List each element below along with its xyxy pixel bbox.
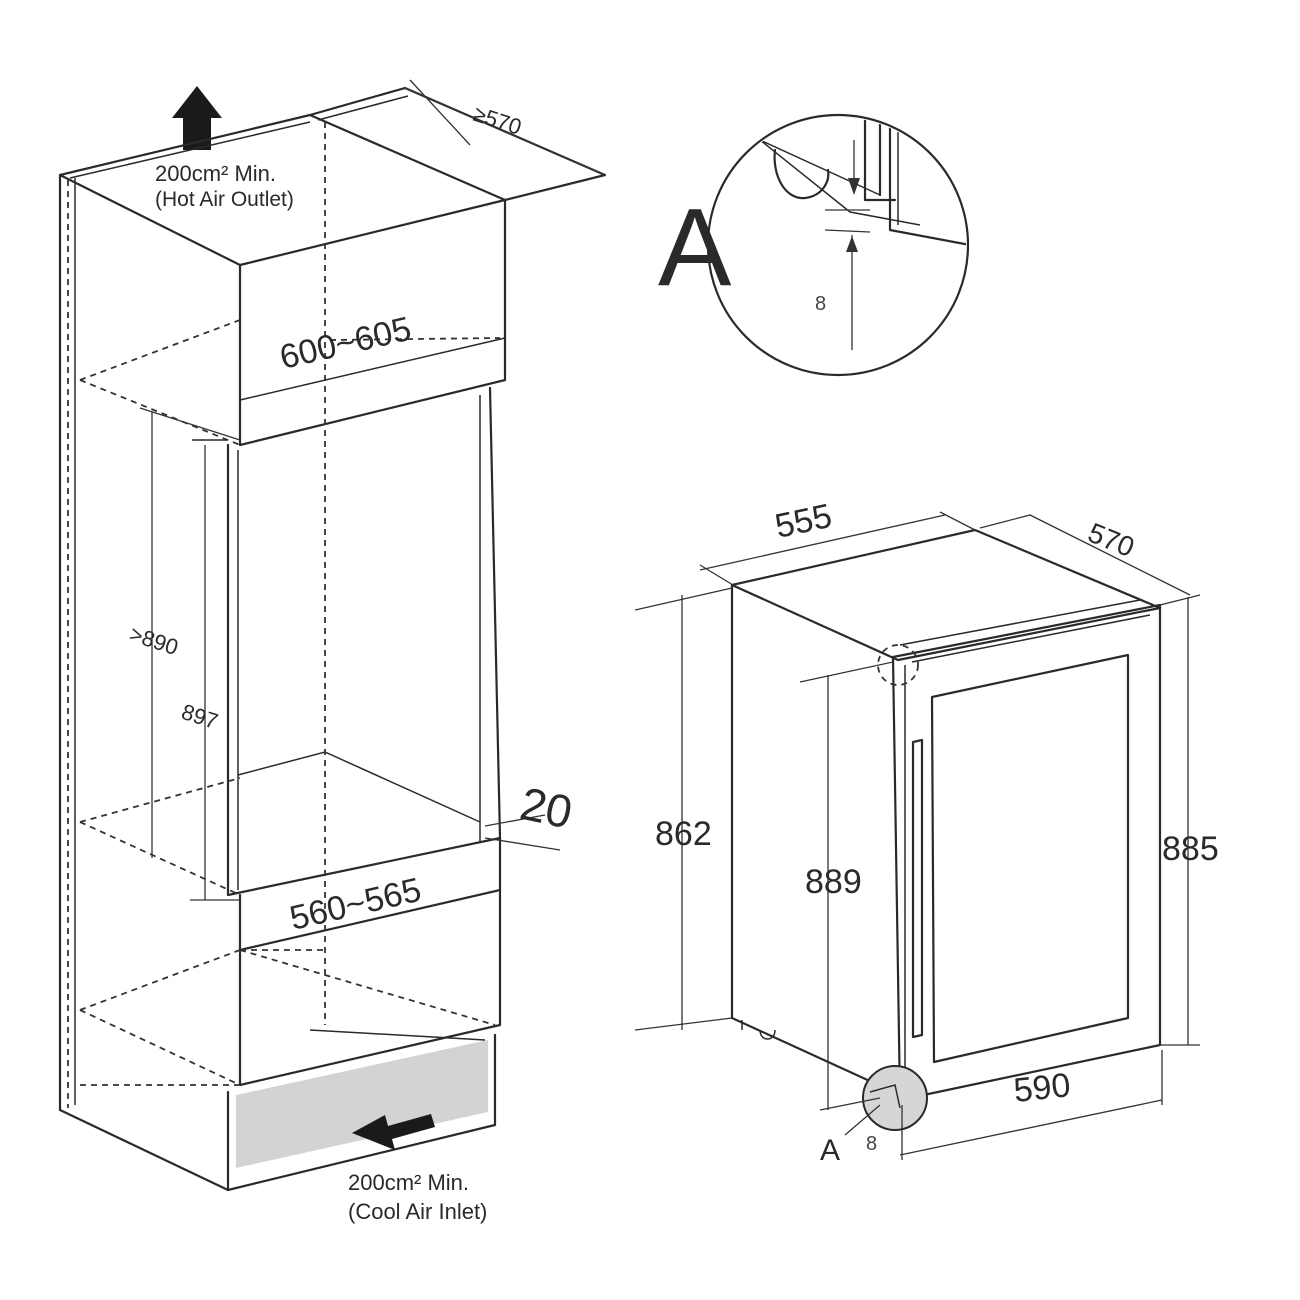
detail-a-marker: A [658,186,732,309]
cool-air-inlet-line1: 200cm² Min. [348,1170,469,1195]
hot-air-outlet-line2: (Hot Air Outlet) [155,188,294,211]
cool-air-inlet-area [236,1040,488,1168]
appliance-gap-label: 8 [866,1133,877,1155]
hot-air-outlet-line1: 200cm² Min. [155,161,276,186]
door-width-label: 590 [1012,1066,1072,1110]
appliance-front-height-label: 889 [805,863,862,901]
opening-height-label: 897 [178,699,221,734]
appliance-drawing [634,511,1201,1160]
cool-air-arrow-icon [352,1114,435,1150]
detail-gap-label: 8 [815,293,826,315]
cool-air-inlet-line2: (Cool Air Inlet) [348,1199,487,1224]
appliance-right-height-label: 885 [1162,830,1219,868]
detail-a-circle [706,113,970,377]
cabinet-bottom-width-label: 560~565 [286,871,424,938]
appliance-detail-marker: A [820,1134,840,1167]
cabinet-top-width-label: 600~605 [276,310,414,377]
cabinet-depth-label: ≥570 [470,101,524,140]
appliance-depth-label: 570 [1084,517,1139,563]
appliance-left-height-label: 862 [655,815,712,853]
cabinet-min-height-label: >890 [126,621,181,660]
cabinet-drawing [58,79,607,1192]
appliance-width-label: 555 [772,497,835,546]
hot-air-arrow-icon [172,86,222,150]
plinth-gap-label: 20 [516,777,577,839]
